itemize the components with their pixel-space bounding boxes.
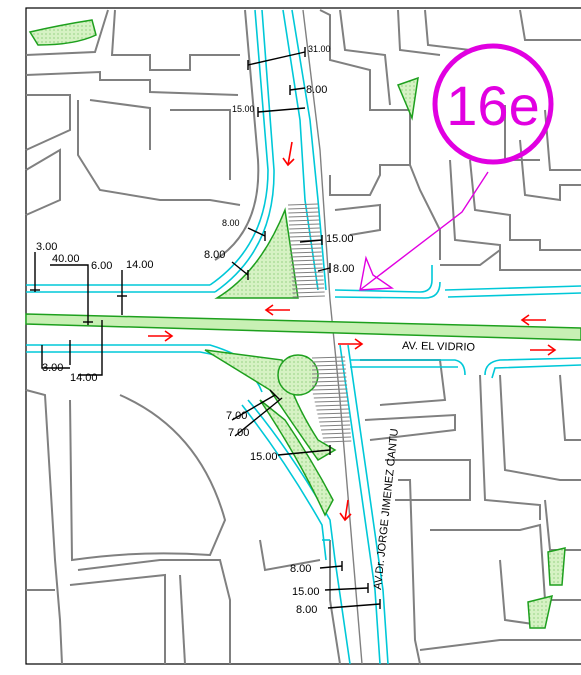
crosswalk-south	[311, 356, 352, 443]
drawing-frame	[25, 7, 581, 665]
dim-ne-8c: 8.00	[333, 263, 354, 275]
arrow-west-1	[264, 304, 290, 316]
island-top-right	[396, 76, 419, 121]
arrow-south-2	[339, 499, 352, 522]
dim-bot-8b: 8.00	[296, 604, 317, 616]
dimension-labels: 31.00 8.00 15.00 8.00 8.00 15.00 8.00 3.…	[36, 44, 354, 616]
street-name-horizontal: AV. EL VIDRIO	[402, 340, 476, 354]
dim-ne-15: 15.00	[326, 233, 354, 245]
arrow-east-2	[338, 338, 364, 350]
dim-bot-8a: 8.00	[290, 563, 311, 575]
island-northwest-triangle	[214, 207, 299, 299]
street-name-vertical: AV.Dr. JORGE JIMENEZ CANTU	[372, 428, 401, 590]
dimension-lines	[30, 47, 381, 609]
dim-w-6: 6.00	[91, 260, 112, 272]
arrow-east-1	[148, 330, 174, 342]
island-bottom-right-1	[547, 547, 566, 586]
dim-s-15: 15.00	[250, 451, 278, 463]
traffic-arrows	[148, 141, 557, 522]
arrow-south-1	[282, 141, 295, 167]
dim-bot-15: 15.00	[292, 586, 320, 598]
dim-ne-8b: 8.00	[204, 249, 225, 261]
dim-w-3a: 3.00	[36, 241, 57, 253]
median-islands	[25, 19, 581, 629]
callout-label: 16e	[446, 74, 539, 137]
island-top-left	[28, 19, 97, 46]
building-outlines	[25, 9, 581, 665]
callout-circle	[432, 43, 554, 165]
island-south-strip	[259, 399, 334, 517]
dim-sw-7a: 7.00	[226, 410, 247, 422]
island-bottom-right-2	[527, 594, 553, 629]
callout-arrowhead	[359, 255, 395, 291]
dim-ne-8a: 8.00	[222, 218, 240, 228]
sheet-callout: 16e	[359, 43, 554, 291]
central-median	[25, 313, 581, 341]
roundabout-island	[277, 354, 319, 396]
dim-w-40: 40.00	[52, 253, 80, 265]
arrow-west-2	[520, 314, 546, 326]
dim-w-14b: 14.00	[70, 372, 98, 384]
dim-w-14a: 14.00	[126, 259, 154, 271]
dim-top-31: 31.00	[308, 44, 331, 54]
road-centerlines	[302, 9, 363, 665]
callout-leader	[359, 171, 489, 291]
dim-top-15: 15.00	[232, 104, 255, 114]
arrow-east-3	[530, 344, 557, 356]
dim-top-8: 8.00	[306, 84, 327, 96]
dim-w-3b: 3.00	[42, 362, 63, 374]
dim-sw-7b: 7.00	[228, 427, 249, 439]
crosswalk-north	[287, 203, 325, 298]
